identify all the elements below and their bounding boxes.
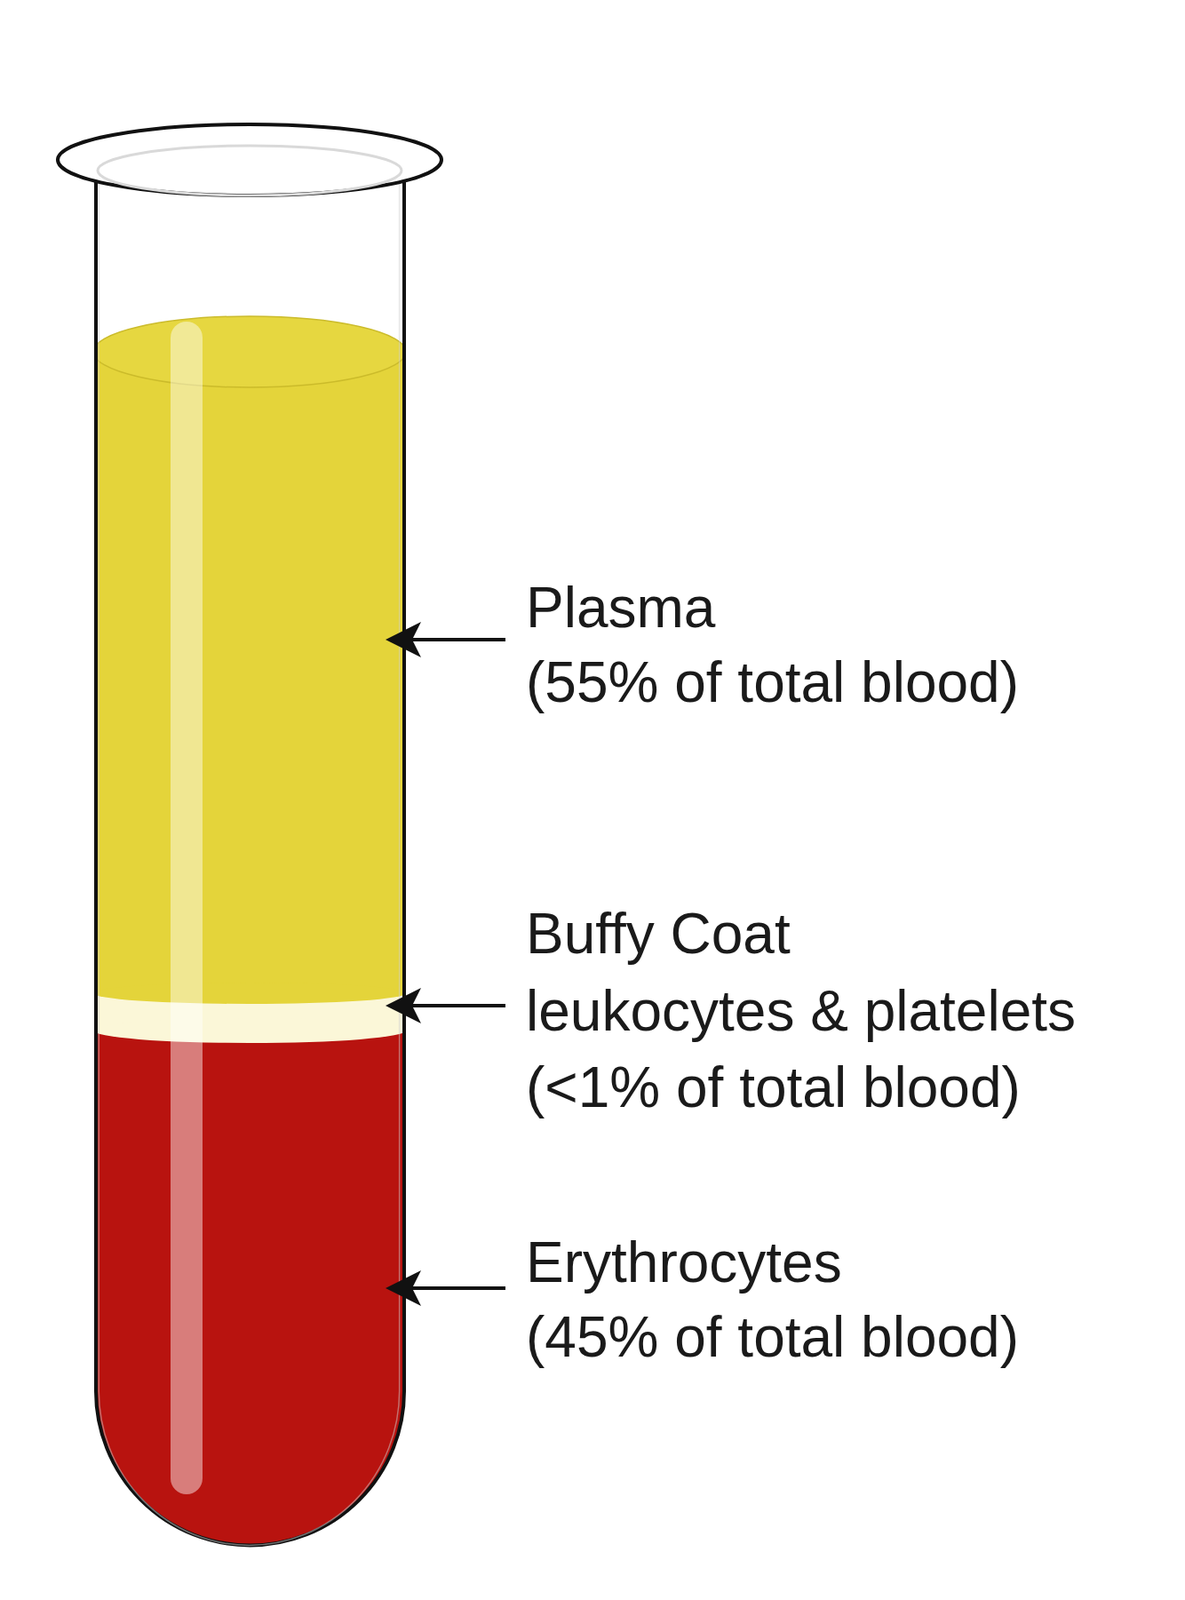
tube-inner-wall: [98, 177, 399, 1545]
tube-wall: [95, 168, 405, 1545]
plasma-layer: [88, 351, 418, 994]
component-label: (45% of total blood): [525, 1299, 1019, 1375]
plasma-bottom: [93, 982, 406, 1004]
leader-line: [410, 1003, 506, 1008]
component-label: Plasma: [525, 570, 716, 645]
component-label: Buffy Coat: [525, 896, 791, 971]
tube-opening: [97, 145, 402, 196]
component-label: leukocytes & platelets: [525, 973, 1076, 1049]
buffy-coat-curve: [93, 1017, 406, 1043]
component-label: (55% of total blood): [525, 644, 1019, 720]
tube-contents: [88, 316, 418, 1573]
arrow-head: [385, 987, 422, 1024]
leader-arrows: [385, 621, 506, 1306]
glass-highlight: [170, 321, 203, 1495]
arrow-head: [385, 621, 422, 658]
arrow-head: [385, 1270, 422, 1306]
plasma-surface: [93, 316, 406, 388]
leader-line: [410, 1286, 506, 1290]
tube-rim: [57, 124, 442, 196]
component-label: Erythrocytes: [525, 1224, 843, 1300]
leader-line: [410, 637, 506, 642]
component-label: (<1% of total blood): [525, 1049, 1021, 1125]
